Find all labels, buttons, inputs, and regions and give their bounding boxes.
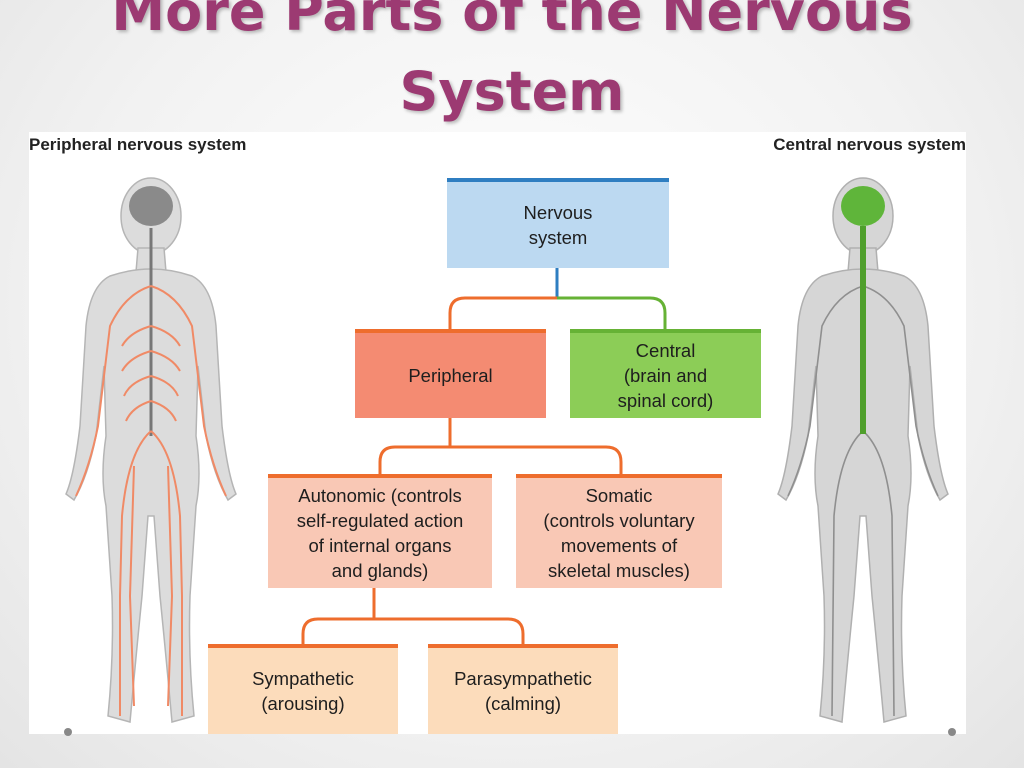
brain-icon xyxy=(841,186,885,226)
sympathetic-text: Sympathetic (arousing) xyxy=(252,668,354,714)
central-nervous-system-label: Central nervous system xyxy=(773,135,966,154)
central-text: Central (brain and spinal cord) xyxy=(617,340,714,411)
central-body-figure xyxy=(777,177,949,723)
peripheral-nervous-system-label: Peripheral nervous system xyxy=(29,135,247,154)
slide-bullet-dot xyxy=(948,728,956,736)
nervous-system-box: Nervous system xyxy=(447,178,669,268)
parasympathetic-text: Parasympathetic (calming) xyxy=(454,668,592,714)
peripheral-text: Peripheral xyxy=(408,365,493,386)
slide-title: More Parts of the Nervous System xyxy=(111,0,913,123)
sympathetic-box: Sympathetic (arousing) xyxy=(208,644,398,734)
autonomic-box: Autonomic (controls self-regulated actio… xyxy=(268,474,492,588)
peripheral-box: Peripheral xyxy=(355,329,546,418)
somatic-text: Somatic (controls voluntary movements of… xyxy=(543,485,695,581)
parasympathetic-box: Parasympathetic (calming) xyxy=(428,644,618,734)
gray-nerves-icon xyxy=(787,285,939,717)
slide-bullet-dot xyxy=(64,728,72,736)
brain-icon xyxy=(129,186,173,226)
peripheral-nerves-icon xyxy=(75,228,227,716)
nervous-system-text: Nervous system xyxy=(523,202,593,248)
autonomic-text: Autonomic (controls self-regulated actio… xyxy=(296,485,464,581)
central-box: Central (brain and spinal cord) xyxy=(570,329,761,418)
somatic-box: Somatic (controls voluntary movements of… xyxy=(516,474,722,588)
peripheral-body-figure xyxy=(65,177,237,723)
